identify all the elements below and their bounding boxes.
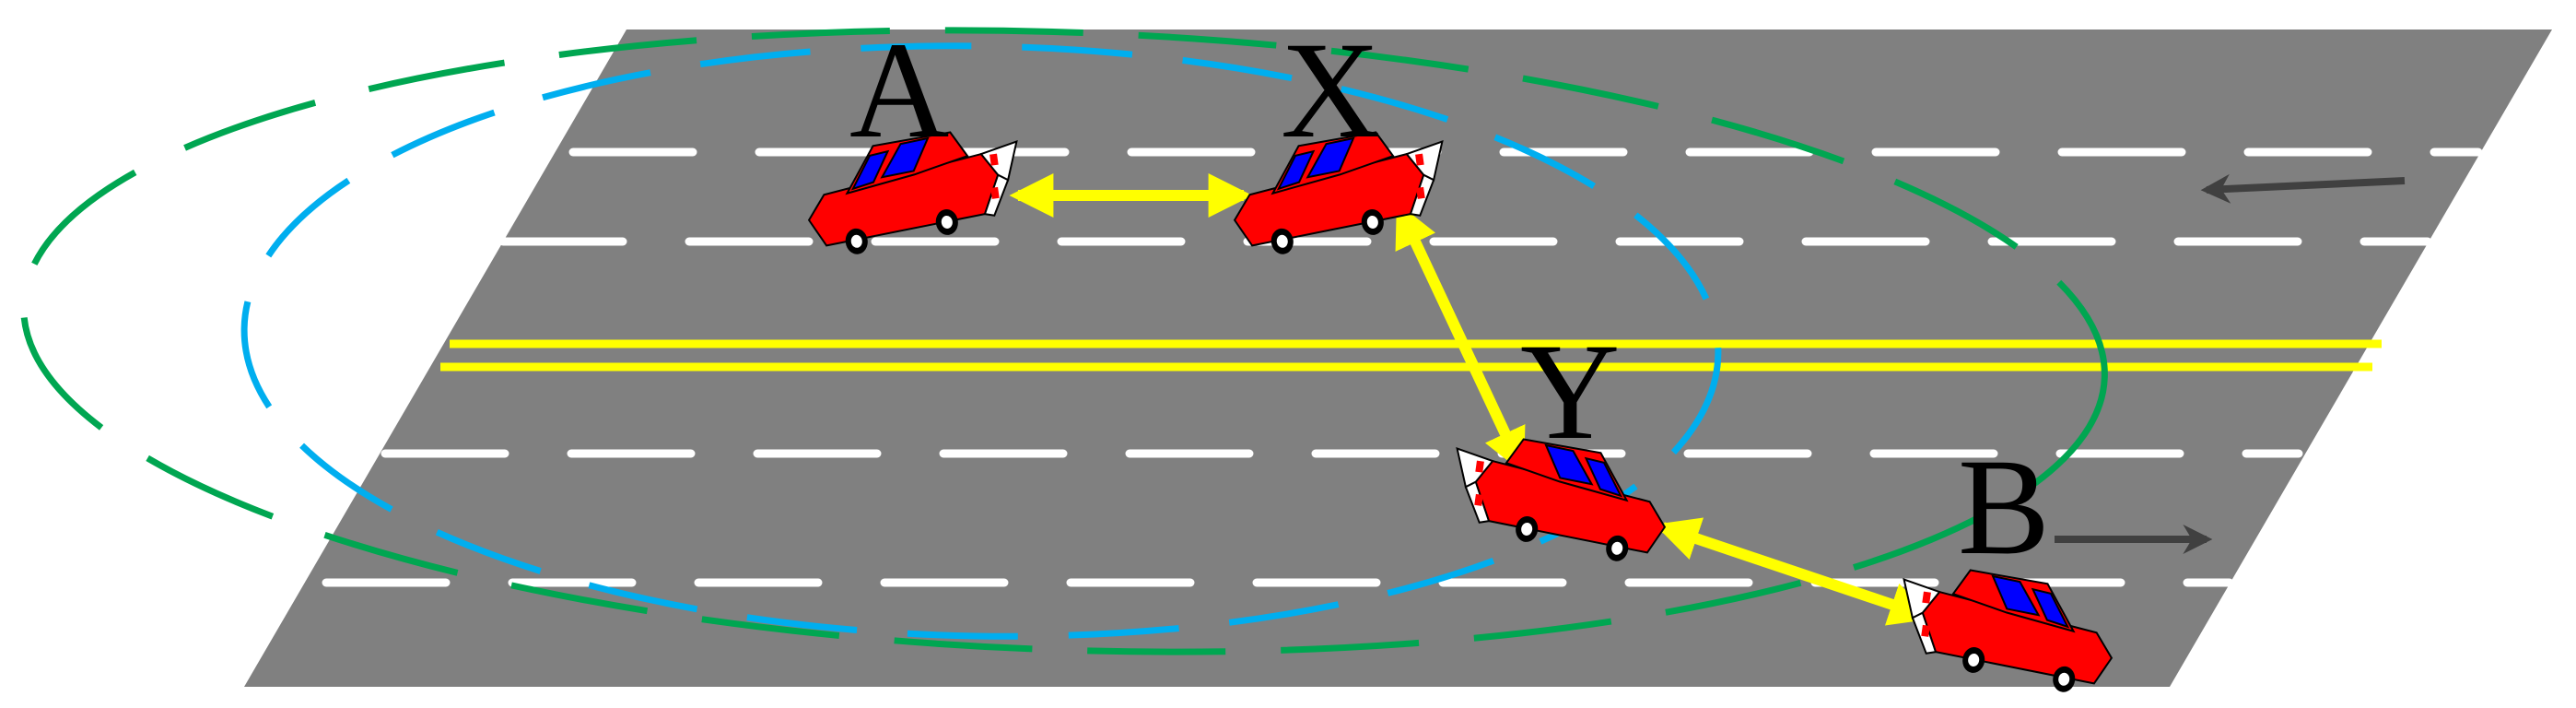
label-car-b: B [1958, 431, 2050, 584]
label-car-y: Y [1520, 315, 1620, 468]
car-window [1306, 136, 1355, 179]
label-car-x: X [1281, 14, 1380, 167]
direction-arrow-left [2200, 173, 2406, 204]
car-lamp [1921, 624, 1930, 637]
vehicle-labels: A X Y B [849, 14, 2050, 584]
car-y [1456, 438, 1667, 561]
car-window [1991, 574, 2041, 617]
car-lamp [1922, 591, 1931, 604]
car-wheel-hub [1611, 541, 1623, 555]
car-window [1544, 443, 1594, 486]
range-rings [20, 27, 2108, 655]
car-lamp [989, 153, 999, 166]
label-car-a: A [849, 14, 949, 167]
car-lamp [1415, 153, 1424, 166]
car-window [880, 136, 930, 179]
car-window [1276, 149, 1316, 191]
range-ring-inner [240, 42, 1722, 640]
car-wheel-hub [1366, 215, 1378, 229]
car-wheel-hub [941, 215, 953, 229]
car-lamp [1416, 186, 1425, 199]
car-window [2031, 587, 2070, 629]
range-ring-outer [20, 27, 2108, 655]
link-x-y [1395, 202, 1526, 474]
car-wheel-hub [850, 234, 862, 248]
traffic-direction-arrows [2055, 173, 2406, 554]
car-lamp [1474, 493, 1483, 506]
car-lamp [1475, 460, 1484, 473]
car-wheel-hub [2058, 672, 2070, 686]
car-b [1903, 569, 2113, 692]
car-wheel-hub [1276, 234, 1288, 248]
link-y-b [1654, 517, 1935, 626]
car-x [1233, 131, 1444, 254]
vehicles [807, 131, 2113, 692]
car-window [850, 149, 890, 191]
car-wheel-hub [1968, 653, 1980, 667]
car-a [807, 131, 1018, 254]
car-wheel-hub [1521, 522, 1533, 536]
car-lamp [990, 186, 1000, 199]
car-window [1584, 456, 1623, 498]
v2v-links [1009, 173, 1935, 626]
